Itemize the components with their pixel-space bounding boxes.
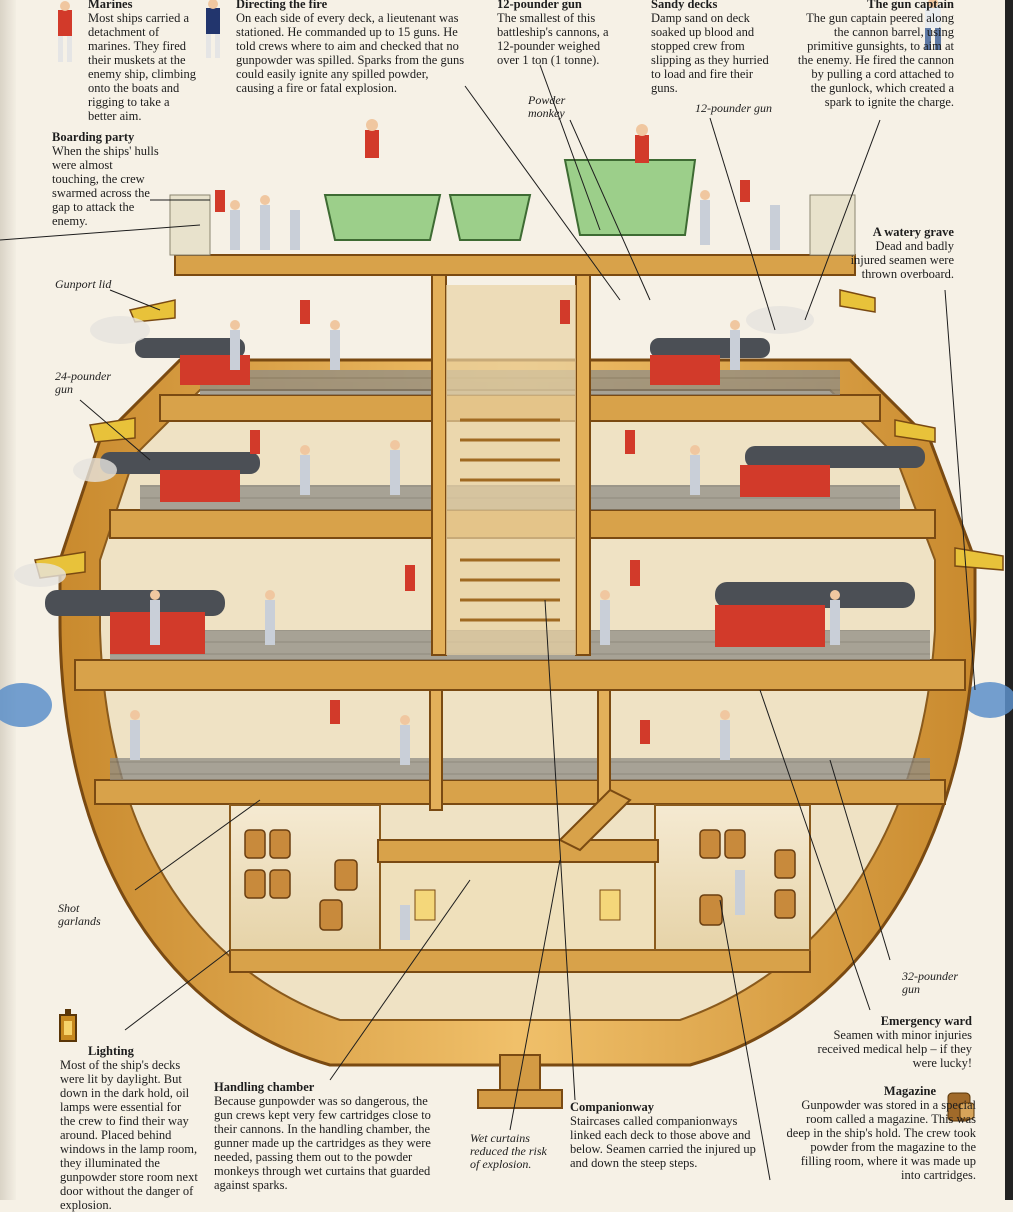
note-grave-body: Dead and badly injured seamen were throw… <box>850 239 954 281</box>
companionway-steps <box>460 418 560 622</box>
label-powder-monkey: Powder monkey <box>528 93 566 120</box>
marine-figure-icon <box>58 1 72 62</box>
note-magazine: Magazine Gunpowder was stored in a speci… <box>780 1084 976 1182</box>
gun-captain-figure-icon <box>925 0 941 50</box>
label-twelve-pounder-gun: 12-pounder gun <box>695 101 772 115</box>
note-lighting-body: Most of the ship's decks were lit by day… <box>60 1058 198 1212</box>
label-twentyfour-pounder-gun: 24-pounder gun <box>55 369 111 396</box>
label-thirtytwo-pounder-gun: 32-pounder gun <box>902 969 958 996</box>
note-twelve-pounder: 12-pounder gun The smallest of this batt… <box>497 0 615 67</box>
note-twelve-title: 12-pounder gun <box>497 0 582 11</box>
note-boarding-body: When the ships' hulls were almost touchi… <box>52 144 159 228</box>
water-splash-left <box>0 683 52 727</box>
lantern-icon <box>59 1009 77 1042</box>
note-companionway: Companionway Staircases called companion… <box>570 1100 770 1170</box>
lamp-window-left <box>414 889 436 921</box>
note-emergency-title: Emergency ward <box>880 1014 972 1028</box>
lieutenant-figure-icon <box>206 0 220 58</box>
label-gunport-lid: Gunport lid <box>55 277 112 291</box>
note-watery-grave: A watery grave Dead and badly injured se… <box>850 225 954 281</box>
note-emergency-body: Seamen with minor injuries received medi… <box>817 1028 972 1070</box>
note-captain-body: The gun captain peered along the cannon … <box>797 11 954 109</box>
note-boarding-title: Boarding party <box>52 130 135 144</box>
note-lighting-title: Lighting <box>88 1044 134 1058</box>
note-handling-chamber: Handling chamber Because gunpowder was s… <box>214 1080 442 1192</box>
note-directing-title: Directing the fire <box>236 0 328 11</box>
hammock-net-right <box>809 194 856 256</box>
note-sandy-body: Damp sand on deck soaked up blood and st… <box>651 11 769 95</box>
note-twelve-body: The smallest of this battleship's cannon… <box>497 11 609 67</box>
note-lighting: Lighting Most of the ship's decks were l… <box>60 1044 198 1212</box>
note-directing-body: On each side of every deck, a lieutenant… <box>236 11 465 95</box>
companionway-shaft <box>446 285 576 655</box>
note-gun-captain: The gun captain The gun captain peered a… <box>794 0 954 109</box>
hammock-net-left <box>169 194 211 256</box>
note-directing: Directing the fire On each side of every… <box>236 0 468 95</box>
note-handling-title: Handling chamber <box>214 1080 315 1094</box>
lamp-window-right <box>599 889 621 921</box>
powder-barrel-icon <box>947 1092 975 1122</box>
note-sandy-title: Sandy decks <box>651 0 718 11</box>
note-captain-title: The gun captain <box>867 0 954 11</box>
note-marines-body: Most ships carried a detachment of marin… <box>88 11 196 123</box>
note-magazine-title: Magazine <box>883 1084 936 1098</box>
cannons <box>45 338 925 654</box>
page-gutter <box>0 0 16 1200</box>
label-wet-curtains: Wet curtains reduced the risk of explosi… <box>470 1131 547 1171</box>
label-shot-garlands: Shot garlands <box>58 901 101 928</box>
note-sandy-decks: Sandy decks Damp sand on deck soaked up … <box>651 0 781 95</box>
note-handling-body: Because gunpowder was so dangerous, the … <box>214 1094 431 1192</box>
central-bulkheads <box>429 274 611 811</box>
note-emergency-ward: Emergency ward Seamen with minor injurie… <box>800 1014 972 1070</box>
note-boarding-party: Boarding party When the ships' hulls wer… <box>52 130 160 228</box>
note-marines-title: Marines <box>88 0 133 11</box>
water-splash-right <box>964 682 1013 718</box>
note-grave-title: A watery grave <box>872 225 954 239</box>
page-edge <box>1005 0 1013 1200</box>
keel-foot <box>477 1089 563 1109</box>
note-companion-body: Staircases called companionways linked e… <box>570 1114 756 1170</box>
note-magazine-body: Gunpowder was stored in a special room c… <box>786 1098 976 1182</box>
cannon-lower-right <box>715 582 915 647</box>
note-companion-title: Companionway <box>570 1100 655 1114</box>
handling-chamber-roof <box>377 839 659 863</box>
cannon-middle-right <box>740 446 925 497</box>
note-marines: Marines Most ships carried a detachment … <box>88 0 200 123</box>
boats <box>323 159 697 241</box>
